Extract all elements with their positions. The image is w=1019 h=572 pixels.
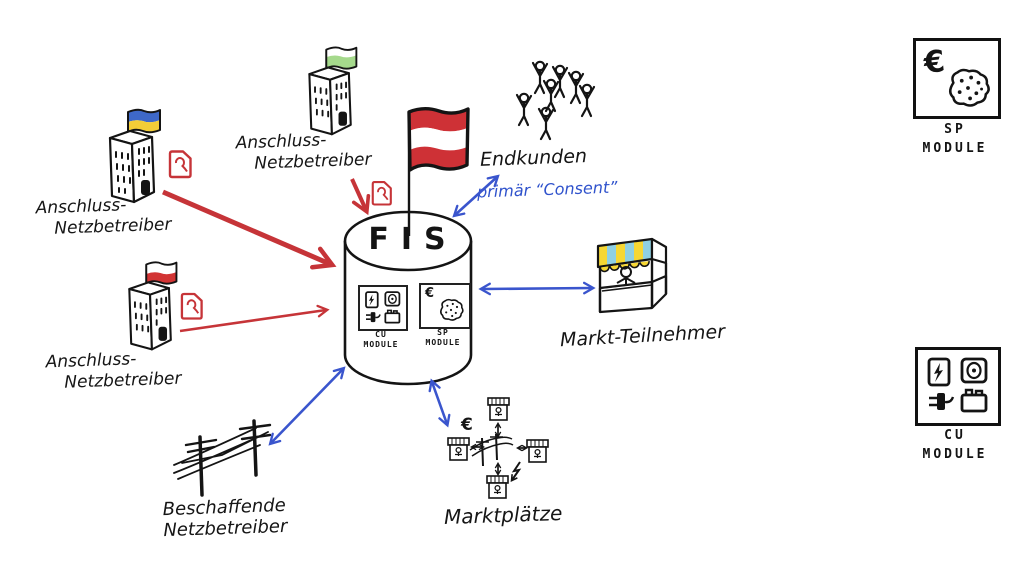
label-endkunden-consent-note: primär “Consent”	[476, 177, 618, 202]
endkunden-people-icon	[515, 60, 596, 141]
mini-market-stand-icon	[447, 437, 470, 461]
battery-icon	[384, 309, 401, 324]
building-door	[141, 180, 150, 195]
building-windows	[138, 146, 150, 177]
meter-icon	[384, 291, 401, 307]
label-marktplaetze: Marktplätze	[443, 500, 563, 530]
battery-icon	[960, 388, 988, 413]
building-poland-icon	[128, 261, 178, 351]
label-anschluss-upper-left: Anschluss- Netzbetreiber	[35, 195, 172, 239]
ukraine-flag-icon	[127, 108, 161, 134]
label-markt-teilnehmer: Markt-Teilnehmer	[559, 320, 726, 352]
mini-grid-wires-icon	[469, 433, 514, 467]
building-green-flag-icon	[308, 46, 358, 136]
exchange-arrows	[469, 421, 529, 477]
mini-market-stand-icon	[526, 439, 549, 463]
lightning-icon	[510, 461, 522, 482]
fis-sp-module-box: €	[419, 283, 471, 329]
plug-icon	[929, 393, 955, 410]
meter-icon	[960, 357, 988, 384]
power-lines-icon	[173, 419, 272, 497]
marketplaces-cluster-icon	[447, 397, 549, 499]
poland-flag-icon	[145, 261, 178, 285]
euro-icon: €	[922, 44, 947, 81]
austria-flag-icon	[407, 107, 470, 236]
cu-module-icons	[927, 357, 988, 413]
contract-document-icon	[371, 181, 392, 206]
mini-market-stand-icon	[486, 475, 509, 499]
arrow-anschluss-upper-left-to-fis	[162, 189, 337, 270]
lightning-document-icon	[368, 294, 375, 306]
contract-document-icon	[168, 150, 192, 179]
awning-stripes	[598, 239, 652, 267]
fis-cu-module-label: CU MODULE	[363, 330, 399, 349]
euro-icon: €	[425, 286, 435, 301]
lightning-document-icon	[934, 363, 943, 382]
mini-market-stand-icon	[487, 397, 510, 421]
fis-sp-module-label: SP MODULE	[425, 328, 461, 347]
legend-cu-module-box	[915, 347, 1001, 426]
legend-sp-module-box: €	[913, 38, 1001, 119]
fis-cu-module-box	[358, 285, 408, 331]
legend-cu-module-label: CU MODULE	[922, 428, 988, 462]
label-endkunden: Endkunden	[479, 145, 588, 171]
fis-title: FIS	[368, 222, 458, 257]
cookie-icon	[949, 68, 990, 107]
euro-icon: €	[461, 415, 473, 435]
arrow-anschluss-top-to-fis	[350, 178, 371, 216]
green-flag-icon	[325, 46, 358, 70]
arrow-fis-markt-teilnehmer	[478, 281, 596, 296]
legend-sp-module-label: SP MODULE	[922, 122, 988, 156]
label-beschaffende: Beschaffende Netzbetreiber	[162, 494, 288, 542]
cookie-icon	[440, 298, 464, 321]
contract-document-icon	[180, 292, 203, 320]
label-anschluss-top: Anschluss- Netzbetreiber	[235, 130, 372, 174]
market-stand-icon	[596, 237, 668, 314]
cu-module-icons	[365, 291, 401, 324]
building-windows	[115, 151, 131, 194]
label-anschluss-lower-left: Anschluss- Netzbetreiber	[45, 349, 182, 393]
plug-icon	[366, 312, 381, 323]
building-ukraine-icon	[108, 108, 161, 204]
